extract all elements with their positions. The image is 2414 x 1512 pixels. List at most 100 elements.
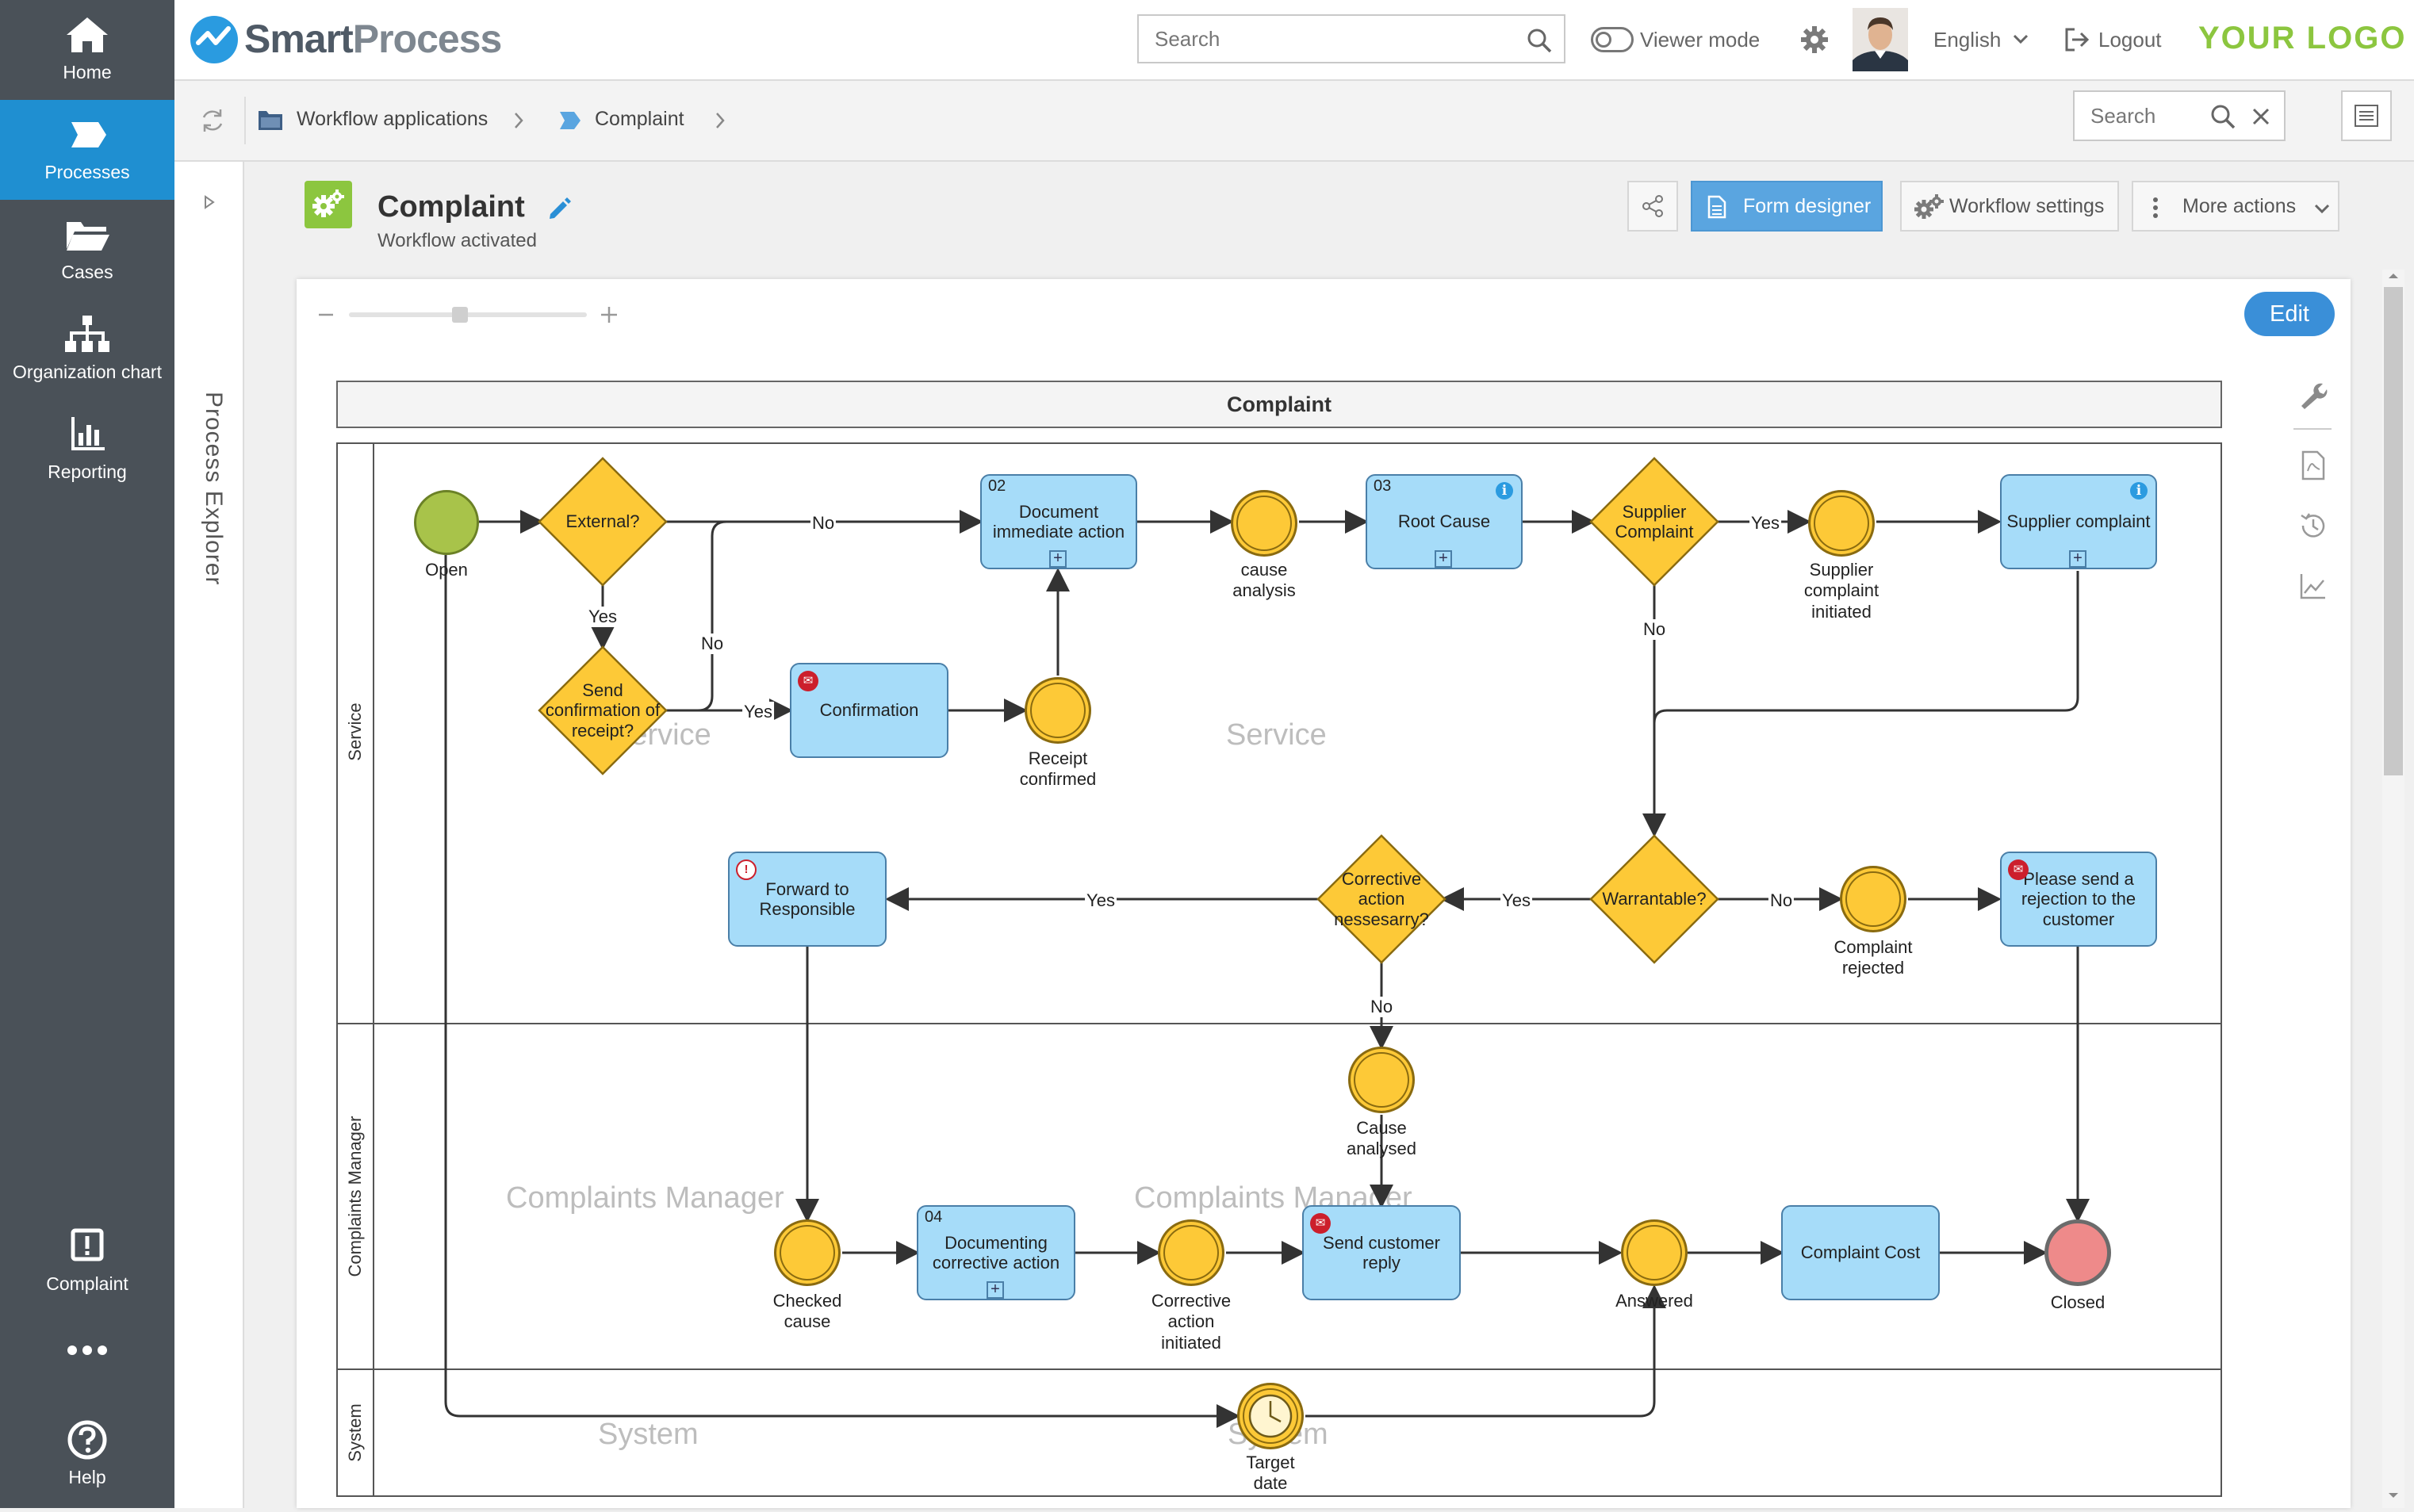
subprocess-plus-icon[interactable]: + — [1435, 550, 1452, 568]
close-icon[interactable] — [2251, 106, 2271, 127]
zoom-control[interactable] — [316, 303, 631, 327]
lane-header-divider — [373, 442, 374, 1497]
pdf-export-icon[interactable] — [2300, 450, 2327, 480]
workflow-settings-button[interactable]: Workflow settings — [1900, 181, 2119, 232]
event-cause-analysis[interactable] — [1231, 490, 1297, 557]
mail-icon: ✉ — [798, 671, 818, 691]
gateway-send-confirmation — [538, 645, 668, 775]
nav-complaint-label: Complaint — [46, 1273, 128, 1294]
scroll-up-arrow-icon[interactable] — [2385, 270, 2401, 282]
language-selector[interactable]: English — [1933, 28, 2002, 52]
flow-confirmation-no — [666, 520, 727, 712]
viewer-mode-toggle[interactable] — [1591, 27, 1634, 52]
task-confirmation[interactable]: ✉ Confirmation — [790, 663, 948, 758]
task-label: Confirmation — [819, 700, 919, 721]
local-search-input[interactable] — [2090, 92, 2213, 140]
gateway-warrantable-label: Warrantable? — [1602, 889, 1707, 909]
event-label: cause analysis — [1232, 560, 1296, 601]
start-event-open[interactable] — [414, 490, 479, 555]
event-receipt-confirmed[interactable] — [1025, 677, 1091, 744]
subprocess-plus-icon[interactable]: + — [987, 1281, 1004, 1299]
nav-reporting-label: Reporting — [48, 461, 127, 482]
share-button[interactable] — [1627, 181, 1678, 232]
edge-label-yes: Yes — [1085, 890, 1117, 911]
event-answered[interactable] — [1621, 1219, 1688, 1286]
task-documenting-corrective-action[interactable]: 04 Documenting corrective action + — [917, 1205, 1075, 1300]
end-event-closed[interactable] — [2044, 1219, 2111, 1286]
gears-icon — [1914, 194, 1944, 219]
logout-link[interactable]: Logout — [2098, 28, 2162, 52]
task-complaint-cost[interactable]: Complaint Cost — [1781, 1205, 1940, 1300]
nav-home[interactable]: Home — [0, 0, 174, 100]
search-icon[interactable] — [1526, 27, 1553, 54]
nav-org-chart[interactable]: Organization chart — [0, 300, 174, 400]
edit-title-pencil-icon[interactable] — [546, 195, 573, 222]
refresh-icon[interactable] — [198, 106, 227, 135]
scroll-down-arrow-icon[interactable] — [2385, 1489, 2401, 1502]
wrench-icon[interactable] — [2297, 379, 2328, 411]
task-send-rejection[interactable]: ✉ Please send a rejection to the custome… — [2000, 852, 2157, 947]
list-view-button[interactable] — [2341, 90, 2392, 141]
timer-event-target-date[interactable] — [1237, 1383, 1304, 1449]
expand-arrow-icon[interactable] — [203, 195, 216, 209]
edge-label-yes: Yes — [1500, 890, 1532, 911]
event-cause-analysed[interactable] — [1348, 1047, 1415, 1113]
scrollbar-thumb[interactable] — [2384, 287, 2403, 775]
task-label: Documenting corrective action — [932, 1232, 1060, 1273]
task-document-immediate-action[interactable]: 02 Document immediate action + — [980, 474, 1137, 569]
nav-more[interactable] — [0, 1326, 174, 1381]
search-icon[interactable] — [2209, 103, 2236, 130]
list-icon — [2355, 105, 2378, 127]
task-root-cause[interactable]: 03 Root Cause i + — [1366, 474, 1523, 569]
task-supplier-complaint[interactable]: Supplier complaint i + — [2000, 474, 2157, 569]
chevron-down-icon[interactable] — [2013, 33, 2029, 44]
brand-name[interactable]: SmartProcess — [244, 17, 502, 61]
global-search-box[interactable] — [1137, 14, 1565, 63]
form-designer-button[interactable]: Form designer — [1691, 181, 1883, 232]
event-supplier-initiated[interactable] — [1808, 490, 1875, 557]
gateway-corrective-label: Corrective action nessesarry? — [1334, 869, 1429, 929]
workflow-app-icon — [305, 181, 352, 228]
org-chart-icon — [65, 316, 109, 352]
edge-label-no: No — [1768, 890, 1795, 911]
event-complaint-rejected[interactable] — [1840, 866, 1906, 932]
viewer-mode-label[interactable]: Viewer mode — [1640, 28, 1761, 52]
workflow-settings-label: Workflow settings — [1949, 194, 2105, 217]
local-search-box[interactable] — [2073, 90, 2286, 141]
task-forward-to-responsible[interactable]: ! Forward to Responsible — [728, 852, 887, 947]
nav-complaint[interactable]: Complaint — [0, 1212, 174, 1311]
document-icon — [1707, 195, 1726, 219]
flow-supplier-task-merge — [1653, 571, 2079, 724]
nav-reporting[interactable]: Reporting — [0, 400, 174, 500]
task-label: Complaint Cost — [1800, 1242, 1921, 1263]
nav-help[interactable]: Help — [0, 1405, 174, 1505]
logout-icon[interactable] — [2063, 26, 2090, 53]
edge-label-yes: Yes — [1749, 513, 1781, 534]
gateway-warrantable — [1589, 834, 1719, 964]
subprocess-plus-icon[interactable]: + — [2069, 550, 2086, 568]
task-send-customer-reply[interactable]: ✉ Send customer reply — [1302, 1205, 1461, 1300]
settings-gear-icon[interactable] — [1800, 25, 1829, 54]
clock-icon — [1248, 1394, 1293, 1438]
info-icon[interactable]: i — [1496, 482, 1513, 500]
process-explorer-panel[interactable]: Process Explorer — [174, 162, 244, 1508]
event-checked-cause[interactable] — [774, 1219, 841, 1286]
more-actions-button[interactable]: More actions — [2132, 181, 2339, 232]
more-actions-label: More actions — [2182, 194, 2297, 217]
nav-cases[interactable]: Cases — [0, 200, 174, 300]
breadcrumb-complaint[interactable]: Complaint — [595, 108, 684, 130]
edge-label-no: No — [1368, 997, 1395, 1017]
nav-processes[interactable]: Processes — [0, 100, 174, 200]
flow-open-target — [444, 555, 1240, 1428]
info-icon[interactable]: i — [2130, 482, 2148, 500]
edit-button[interactable]: Edit — [2244, 292, 2335, 336]
event-corrective-initiated[interactable] — [1158, 1219, 1224, 1286]
history-icon[interactable] — [2298, 511, 2328, 541]
user-avatar[interactable] — [1853, 8, 1908, 71]
task-label: Supplier complaint — [2006, 511, 2151, 532]
analytics-icon[interactable] — [2298, 571, 2328, 601]
breadcrumb-workflow-applications[interactable]: Workflow applications — [297, 108, 489, 130]
folder-icon — [259, 111, 282, 130]
subprocess-plus-icon[interactable]: + — [1049, 550, 1067, 568]
global-search-input[interactable] — [1155, 16, 1473, 62]
